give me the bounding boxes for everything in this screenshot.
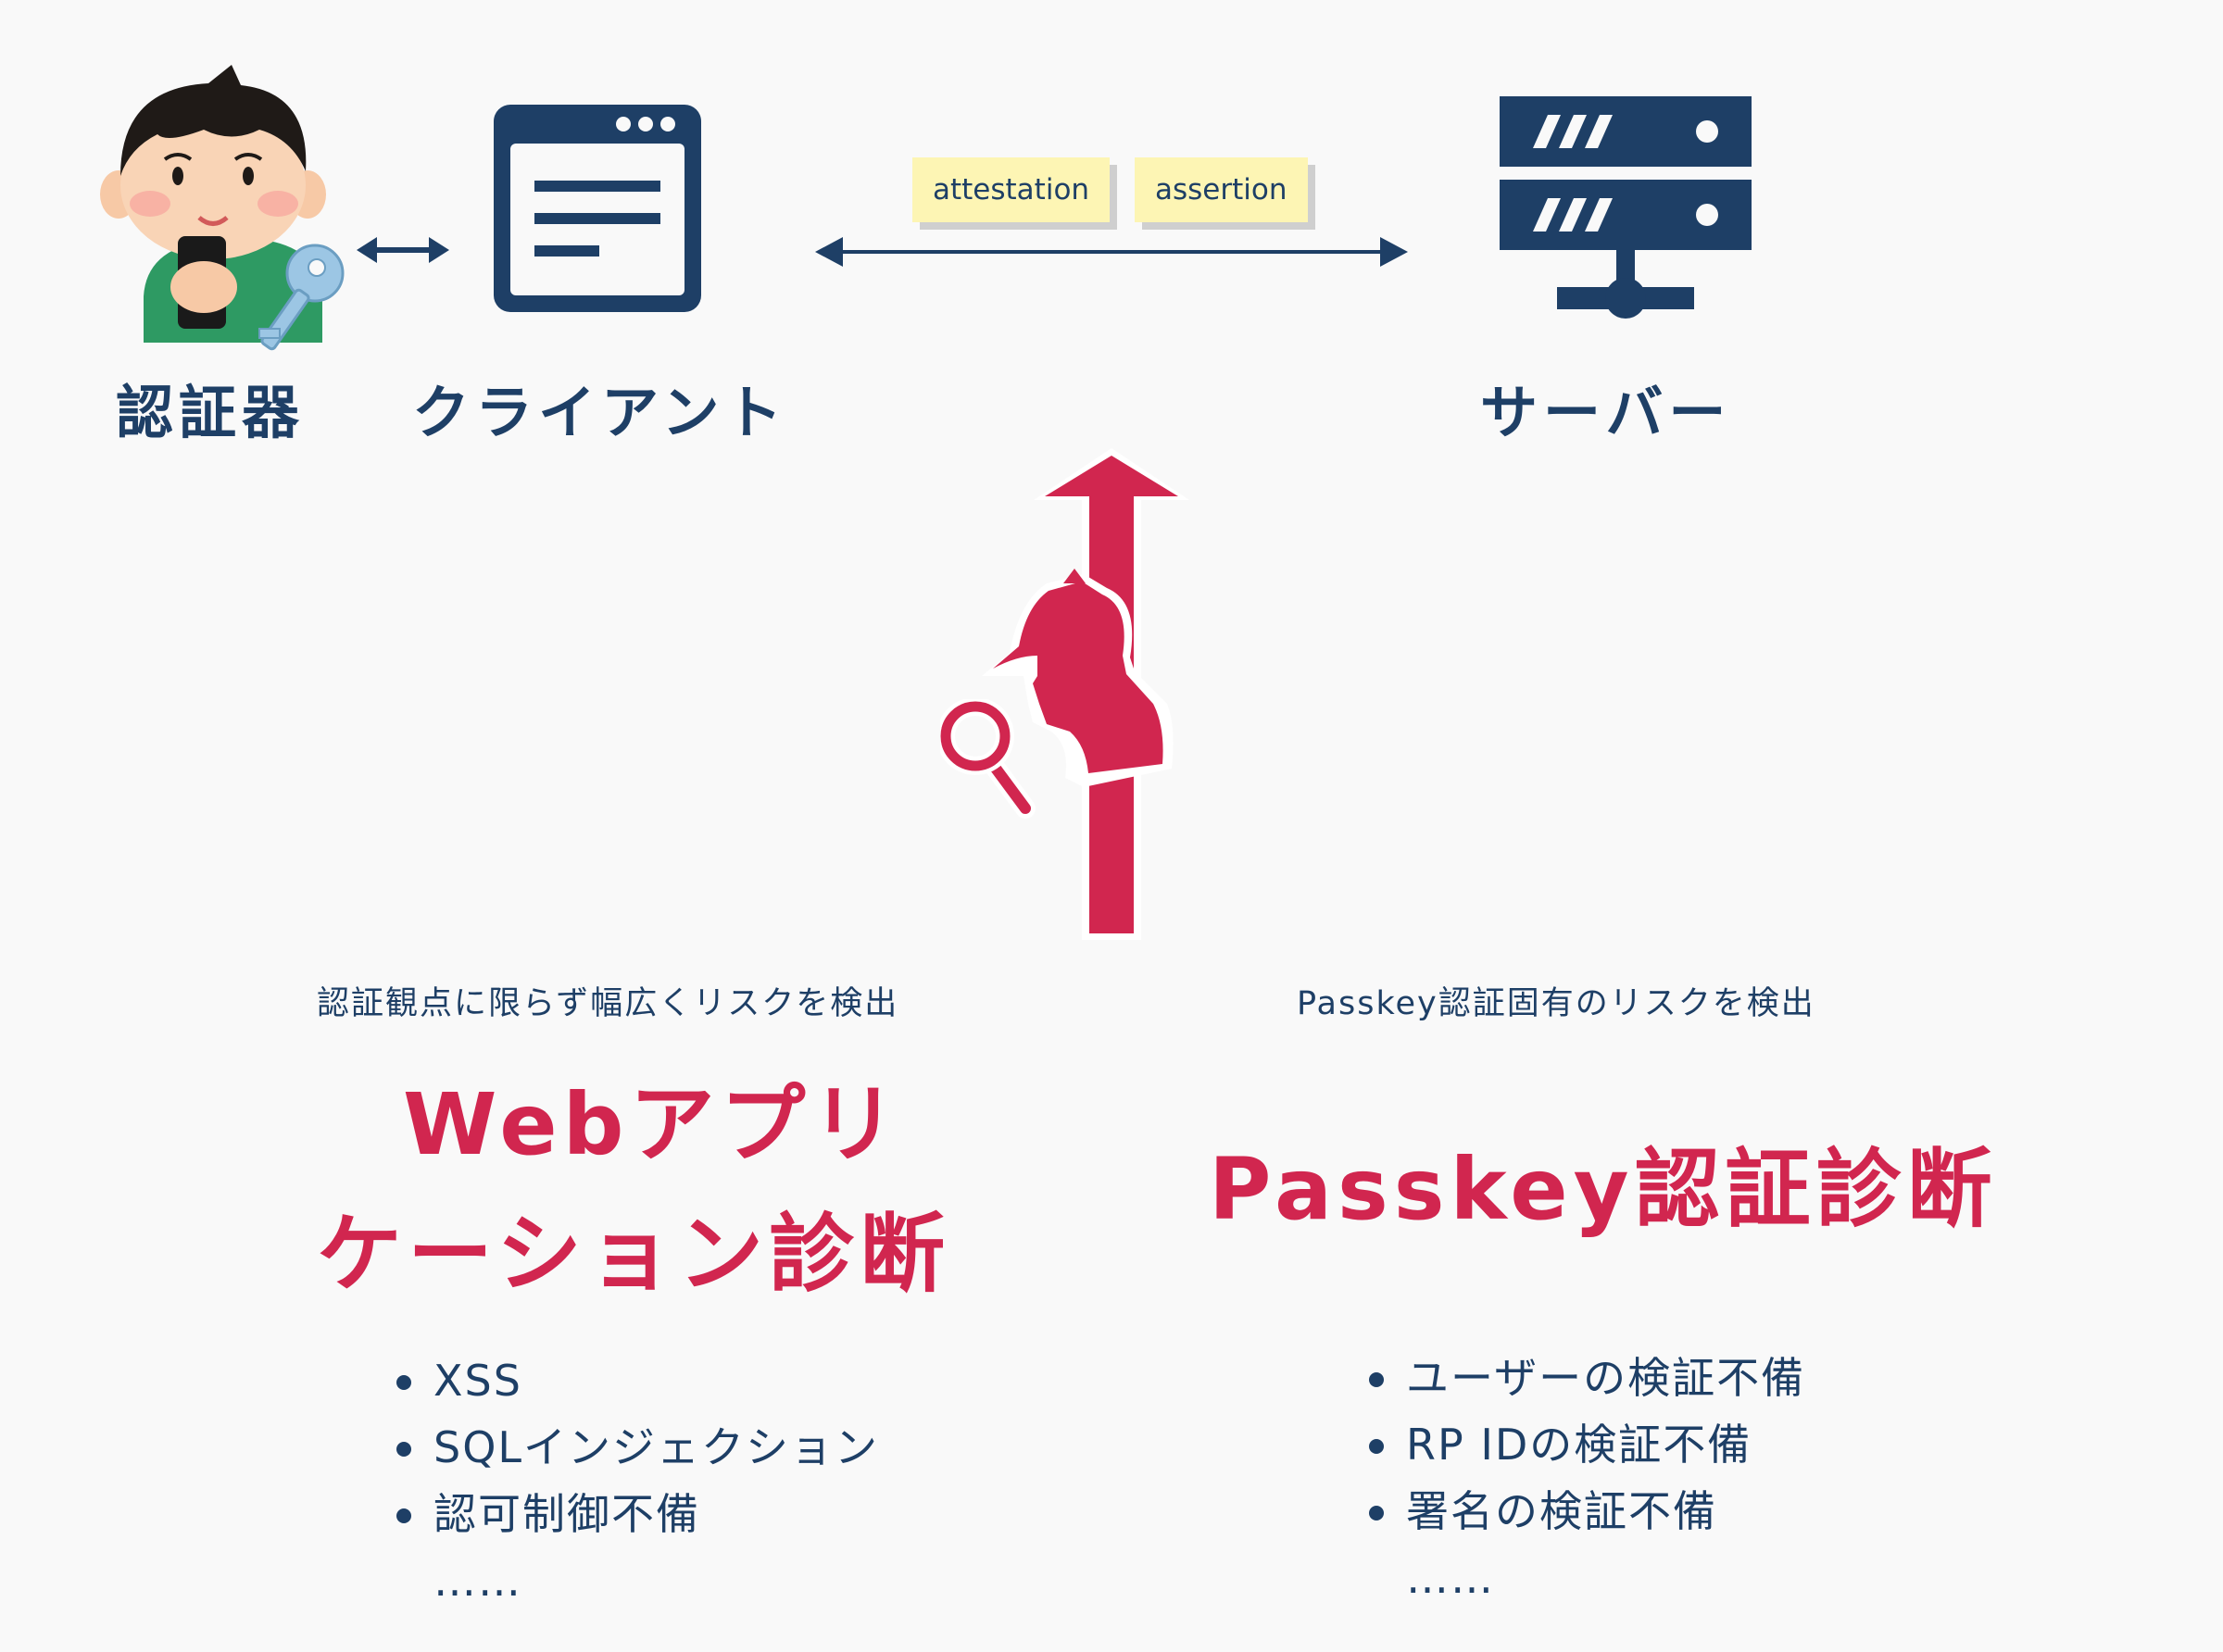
list-item: XSS [389,1347,879,1414]
list-item: 署名の検証不備 [1362,1478,1805,1545]
list-item: SQLインジェクション [389,1414,879,1481]
list-item: 認可制御不備 [389,1481,879,1547]
left-title-line2: ケーション診断 [317,1205,951,1304]
magnifying-glass-icon [940,699,1036,819]
left-item-list: XSS SQLインジェクション 認可制御不備 …… [389,1347,879,1614]
left-title-line1: Webアプリ [403,1075,902,1174]
authenticator-client-arrow [357,237,449,263]
authenticator-label: 認証器 [116,379,306,446]
right-title: Passkey認証診断 [1209,1140,1998,1239]
list-item: ユーザーの検証不備 [1362,1345,1805,1411]
right-item-list: ユーザーの検証不備 RP IDの検証不備 署名の検証不備 …… [1362,1345,1805,1611]
attestation-tag: attestation [912,157,1111,222]
key-icon [258,244,345,351]
list-item: RP IDの検証不備 [1362,1411,1805,1478]
person-holding-phone-icon [100,65,326,343]
right-caption: Passkey認証固有のリスクを検出 [1297,985,1815,1022]
list-ellipsis: …… [433,1556,522,1606]
browser-window-icon [494,105,701,312]
detective-silhouette-icon [982,569,1174,787]
server-icon [1500,96,1752,319]
left-caption: 認証観点に限らず幅広くリスクを検出 [317,985,899,1022]
list-ellipsis: …… [1406,1553,1495,1603]
client-label: クライアント [412,379,788,446]
server-label: サーバー [1480,379,1732,446]
assertion-tag: assertion [1135,157,1308,222]
client-server-arrow [815,237,1408,267]
